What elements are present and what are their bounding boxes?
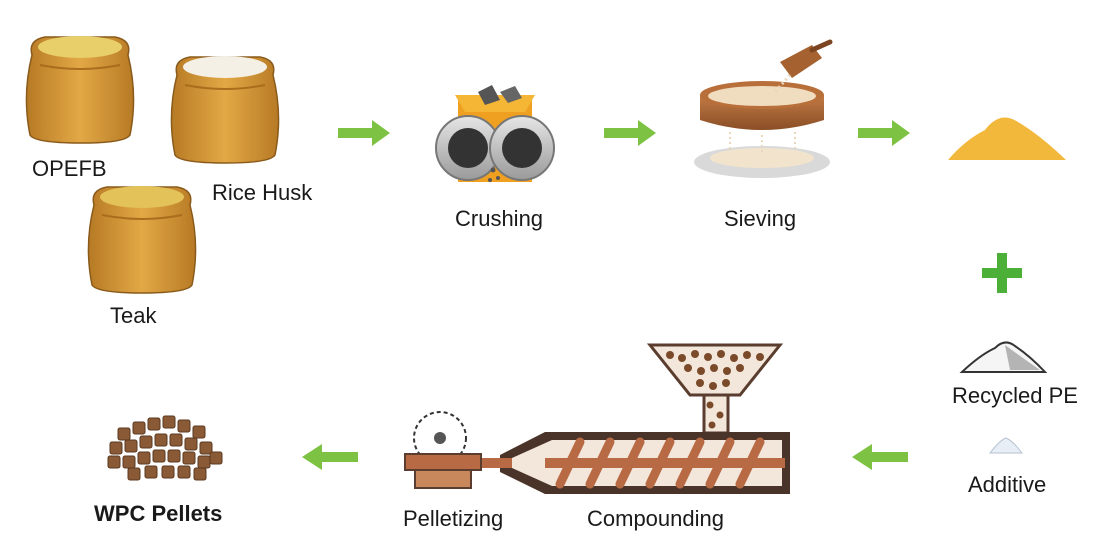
label-rice-husk: Rice Husk	[212, 180, 313, 205]
powder-pile-icon	[948, 117, 1066, 160]
label-recycled-pe: Recycled PE	[952, 383, 1078, 408]
arrow-icon	[302, 120, 910, 470]
plus-icon	[982, 253, 1022, 293]
sack-icon-rice-husk	[170, 56, 280, 164]
additive-pile-icon	[988, 437, 1024, 454]
sack-icon-opefb	[25, 36, 135, 144]
label-pelletizing: Pelletizing	[403, 506, 504, 531]
pe-pile-icon	[959, 341, 1048, 373]
pelletizer-icon	[404, 411, 482, 489]
sieve-icon	[694, 39, 833, 178]
label-compounding: Compounding	[587, 506, 724, 531]
label-sieving: Sieving	[724, 206, 797, 231]
label-crushing: Crushing	[455, 206, 544, 231]
sack-icon-teak	[87, 186, 197, 294]
crusher-icon	[435, 85, 555, 182]
label-additive: Additive	[968, 472, 1047, 497]
label-opefb: OPEFB	[32, 156, 107, 181]
extruder-icon	[480, 343, 790, 494]
pellets-icon	[107, 415, 223, 481]
label-teak: Teak	[110, 303, 157, 328]
label-wpc-pellets: WPC Pellets	[94, 501, 223, 526]
